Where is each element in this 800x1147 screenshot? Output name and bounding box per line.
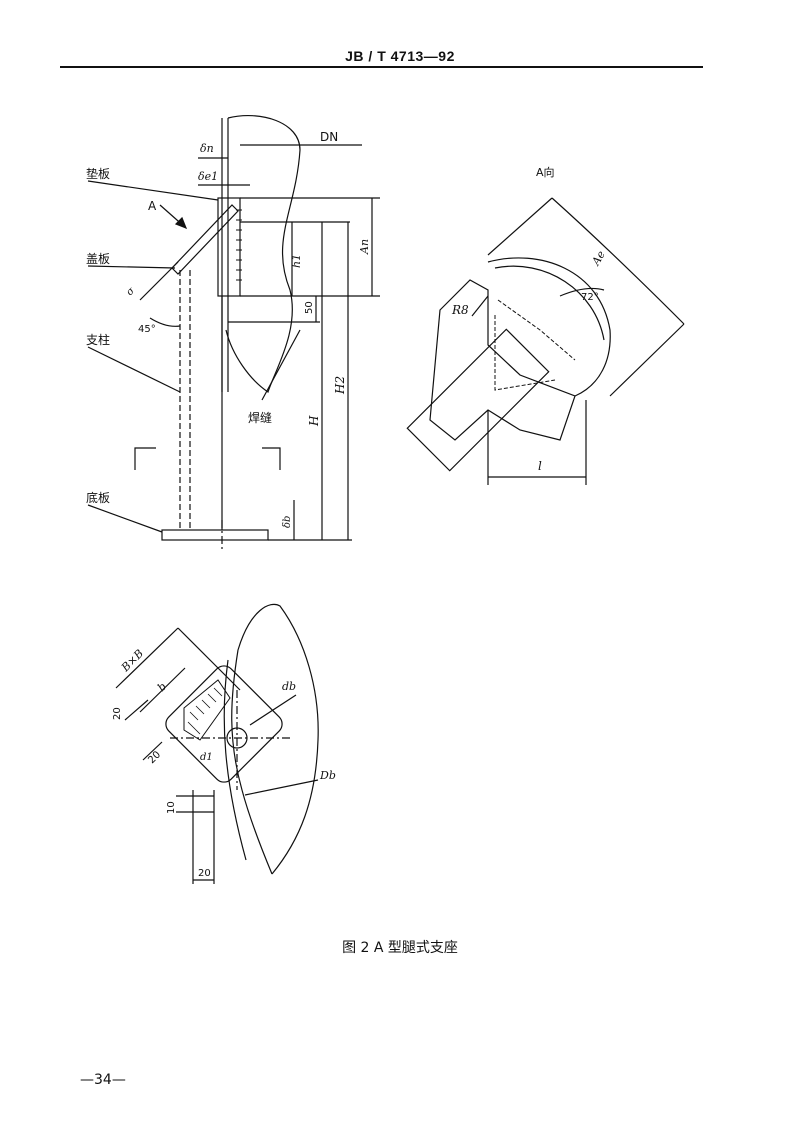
base-plate-leader: [87, 504, 163, 533]
leader-big-db: [244, 779, 319, 796]
standard-code: JB / T 4713—92: [345, 48, 455, 64]
base-view: B×B b 20 20 db d1 Db 10 20: [112, 603, 336, 884]
dim-bxb-ext1: [177, 627, 241, 691]
label-h2: H2: [333, 376, 347, 395]
dim-20a-line: [124, 699, 149, 721]
label-b: b: [155, 680, 169, 694]
base-view-weld-triangle: [183, 679, 231, 741]
view-a-pad-arc: [494, 265, 605, 341]
view-a-shell-arc: [551, 197, 685, 325]
label-20c: 20: [198, 868, 211, 879]
label-dn: DN: [320, 130, 338, 144]
view-a-edge-right: [609, 323, 685, 397]
view-a-bracket: [429, 279, 576, 441]
view-a-weld-hatch: [494, 299, 576, 391]
base-view-shell: [237, 603, 319, 875]
view-a: A向 R8 72° l Ae: [406, 165, 685, 485]
label-column: 支柱: [86, 332, 110, 347]
view-a-column-block: [406, 328, 550, 472]
label-bxb: B×B: [118, 647, 146, 675]
label-delta-e1: δe1: [198, 170, 218, 183]
cover-plate: [171, 204, 239, 275]
pad-plate: [217, 197, 241, 297]
view-a-plate-outline: [487, 257, 611, 397]
angle-45-arc: [149, 317, 181, 327]
weld-hatch-pad: [236, 209, 242, 281]
label-angle-45: 45°: [138, 324, 156, 335]
label-20b: 20: [146, 749, 163, 766]
label-base-plate: 底板: [86, 490, 110, 505]
side-view: 垫板 盖板 支柱 底板 焊缝 A DN δn δe1 h1 An 50 H H2…: [86, 114, 380, 552]
dim-bxb-line: [115, 627, 179, 689]
label-pad-plate: 垫板: [86, 166, 110, 181]
base-view-shell-curve-2: [223, 659, 247, 861]
cover-plate-leader: [87, 265, 176, 269]
base-view-plate: [165, 665, 283, 783]
label-an: An: [358, 239, 371, 255]
section-mark-left: [134, 447, 156, 470]
leader-db: [249, 694, 297, 726]
vessel-shell: [225, 114, 301, 393]
label-l: l: [538, 459, 542, 473]
view-arrow-head: [174, 216, 188, 230]
figure-caption: 图 2 A 型腿式支座: [342, 940, 458, 956]
label-sigma: σ: [124, 285, 137, 298]
label-view-a-title: A向: [536, 165, 555, 179]
label-view-a-arrow: A: [148, 199, 157, 213]
base-view-shell-inner: [231, 649, 273, 875]
page-number: —34—: [80, 1072, 126, 1088]
base-plate: [161, 529, 269, 541]
label-20a: 20: [112, 707, 123, 720]
view-a-72-arc: [559, 287, 605, 297]
label-ae: Ae: [589, 248, 608, 268]
label-h: H: [307, 415, 321, 427]
base-view-weld-hatch: [187, 687, 223, 735]
column-leader: [87, 346, 181, 393]
header-rule: [60, 66, 703, 68]
label-delta-b: δb: [282, 516, 293, 528]
label-delta-n: δn: [200, 142, 214, 155]
dim-20b-line: [142, 741, 163, 761]
label-d1: d1: [200, 752, 213, 763]
section-mark-right: [262, 447, 281, 470]
label-cover-plate: 盖板: [86, 252, 110, 266]
label-72: 72°: [581, 292, 599, 303]
dim-b-line: [139, 667, 186, 713]
label-r8: R8: [451, 303, 469, 317]
label-weld: 焊缝: [248, 410, 272, 425]
label-h1: h1: [290, 254, 303, 268]
view-a-leader-r8: [471, 295, 489, 317]
view-a-edge-top: [487, 197, 553, 256]
label-50: 50: [304, 301, 315, 314]
weld-leader: [261, 329, 301, 401]
label-10: 10: [166, 801, 177, 814]
label-big-db: Db: [319, 769, 336, 782]
pad-plate-leader: [87, 180, 219, 201]
label-db: db: [282, 680, 296, 693]
